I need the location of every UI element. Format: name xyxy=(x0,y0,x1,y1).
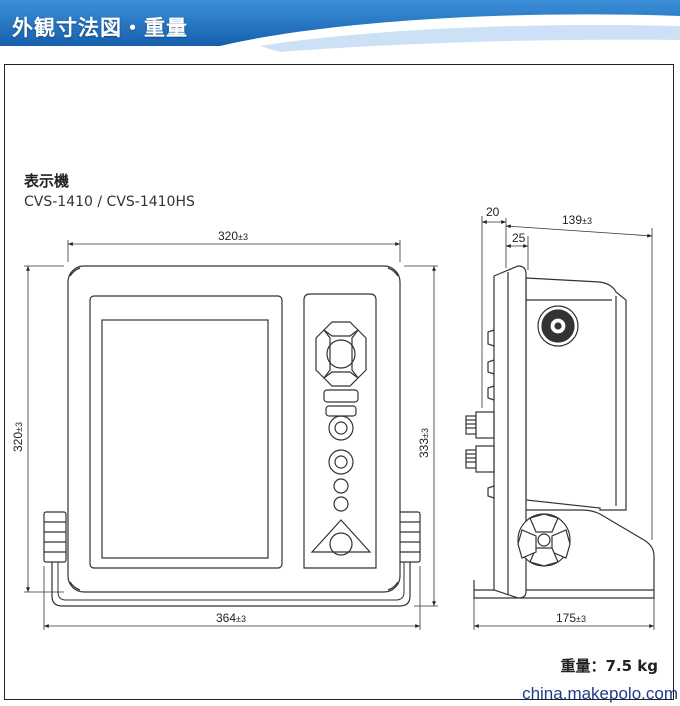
dim-side-bottom: 175±3 xyxy=(556,611,586,625)
watermark: china.makepolo.com xyxy=(522,684,678,703)
model-name: CVS-1410 / CVS-1410HS xyxy=(24,194,195,210)
rotary-knob-2 xyxy=(328,449,354,475)
drawing-frame xyxy=(4,64,674,700)
dim-side-25: 25 xyxy=(512,231,526,245)
button-2 xyxy=(333,496,349,512)
side-view xyxy=(465,265,655,599)
dim-front-left: 320±3 xyxy=(11,422,25,452)
button-1 xyxy=(333,478,349,494)
screen xyxy=(101,319,269,559)
header-banner: 外観寸法図・重量 xyxy=(0,0,680,56)
side-bezel xyxy=(493,265,527,599)
dim-side-top: 139±3 xyxy=(562,213,592,227)
rear-housing xyxy=(525,277,627,511)
rotary-knob-1 xyxy=(328,415,354,441)
left-knob xyxy=(43,511,67,563)
weight-label: 重量：7.5 kg xyxy=(560,657,658,675)
bracket-knob xyxy=(537,305,579,347)
dim-side-20: 20 xyxy=(486,205,500,219)
dim-front-bottom: 364±3 xyxy=(216,611,246,625)
tilt-knob xyxy=(517,513,571,567)
front-view xyxy=(43,265,421,607)
arrow-pad-center xyxy=(326,339,356,369)
control-panel xyxy=(303,293,377,569)
section-title: 表示機 xyxy=(24,172,70,190)
right-knob xyxy=(397,511,421,563)
power-button xyxy=(329,532,353,556)
page-title: 外観寸法図・重量 xyxy=(12,16,188,40)
front-stand xyxy=(51,528,411,607)
dim-front-top: 320±3 xyxy=(218,229,248,243)
dim-front-right: 333±3 xyxy=(417,428,431,458)
header-background xyxy=(0,0,680,56)
